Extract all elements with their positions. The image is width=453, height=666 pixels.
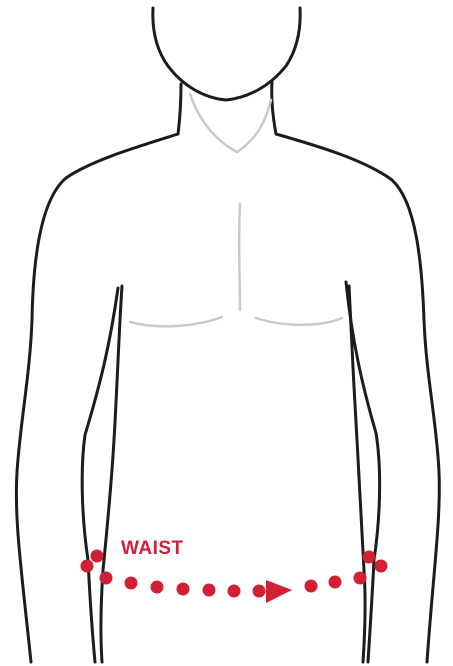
right-torso-side-outline bbox=[349, 286, 365, 662]
waist-dot bbox=[253, 585, 266, 598]
waist-dot bbox=[354, 572, 367, 585]
neck-right-outline bbox=[272, 82, 276, 134]
waist-dot bbox=[329, 576, 342, 589]
head-outline bbox=[153, 8, 300, 100]
right-pectoral-detail bbox=[256, 318, 342, 325]
waist-dot bbox=[81, 560, 94, 573]
waist-dot bbox=[203, 584, 216, 597]
arrow-right-icon bbox=[266, 580, 292, 603]
waist-dot bbox=[177, 583, 190, 596]
waist-dot bbox=[375, 560, 388, 573]
waist-dot bbox=[305, 580, 318, 593]
collarbone-detail bbox=[190, 94, 271, 152]
left-torso-side-outline bbox=[101, 286, 122, 662]
waist-dot bbox=[125, 577, 138, 590]
left-pectoral-detail bbox=[130, 317, 222, 326]
waist-dot bbox=[363, 551, 376, 564]
waist-dot bbox=[228, 585, 241, 598]
waist-dot bbox=[91, 550, 104, 563]
waist-dot bbox=[151, 581, 164, 594]
waist-dot bbox=[100, 572, 113, 585]
sternum-detail bbox=[239, 204, 240, 310]
waist-label: WAIST bbox=[121, 539, 184, 558]
neck-left-outline bbox=[178, 84, 181, 134]
